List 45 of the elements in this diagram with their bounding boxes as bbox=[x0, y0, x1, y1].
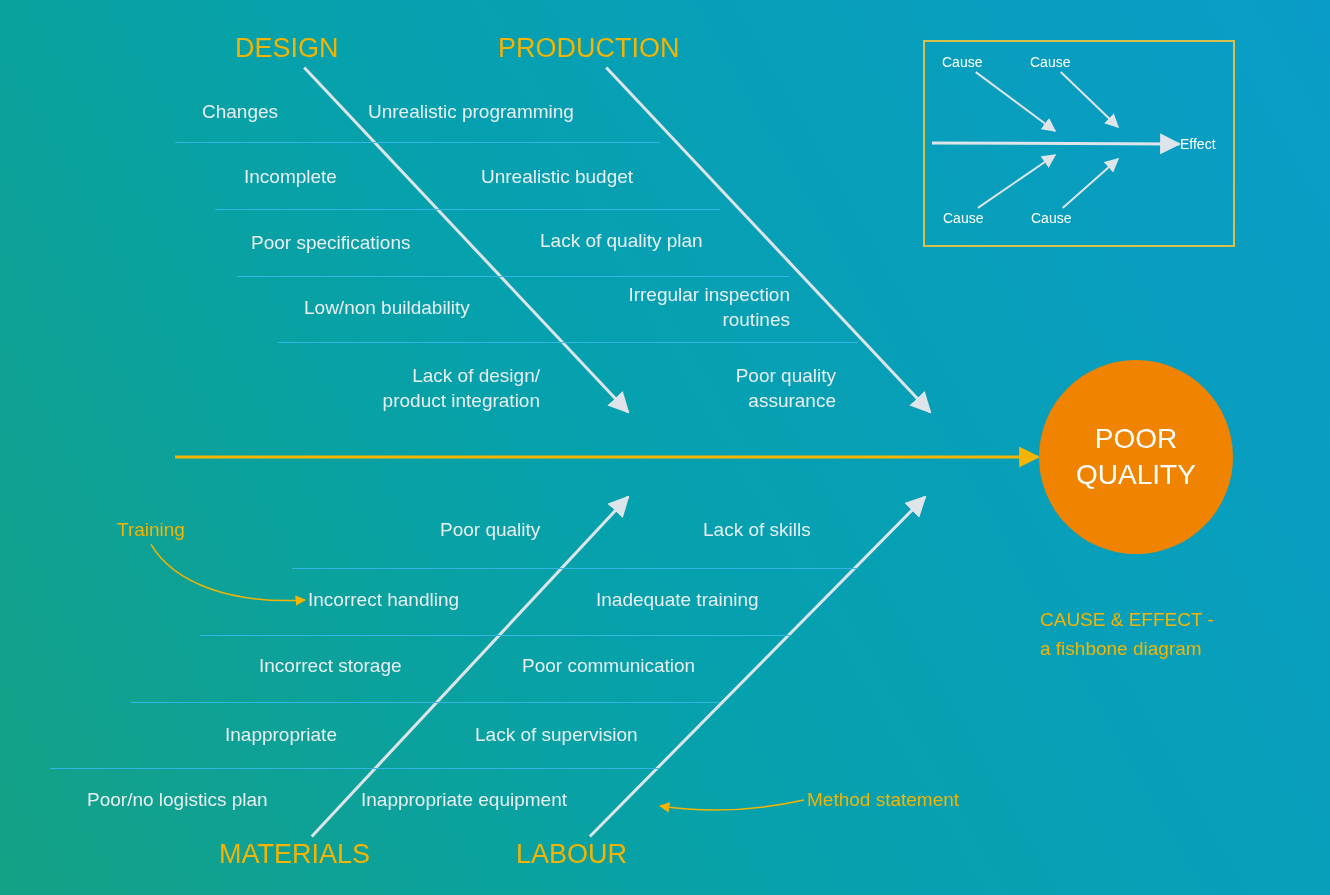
arrow bbox=[658, 799, 805, 813]
cause-label: Lack of skills bbox=[703, 517, 811, 542]
arrow bbox=[303, 66, 630, 414]
arrow bbox=[974, 71, 1057, 132]
arrow bbox=[1061, 158, 1120, 209]
category-label: MATERIALS bbox=[219, 837, 371, 873]
cause-label: Poor quality assurance bbox=[734, 364, 836, 413]
cause-label: Incorrect storage bbox=[259, 653, 402, 678]
category-label: DESIGN bbox=[235, 31, 339, 67]
diagram-title: CAUSE & EFFECT - a fishbone diagram bbox=[1040, 608, 1215, 662]
arrow bbox=[175, 446, 1041, 468]
category-label: PRODUCTION bbox=[498, 31, 680, 67]
arrow bbox=[1059, 71, 1119, 128]
cause-label: Cause bbox=[943, 208, 984, 228]
cause-label: Cause bbox=[1030, 52, 1071, 72]
cause-label: Unrealistic programming bbox=[368, 99, 574, 124]
cause-label: Lack of quality plan bbox=[540, 228, 703, 253]
cause-label: Inappropriate equipment bbox=[361, 787, 567, 812]
cause-label: Low/non buildability bbox=[304, 295, 470, 320]
note-label: Method statement bbox=[807, 787, 960, 813]
cause-label: Lack of design/ product integration bbox=[381, 364, 540, 413]
note-label: Training bbox=[117, 517, 185, 543]
arrow bbox=[150, 543, 307, 606]
cause-label: Poor quality bbox=[440, 517, 541, 542]
cause-label: Incomplete bbox=[244, 164, 337, 189]
arrow bbox=[932, 133, 1182, 155]
arrow bbox=[976, 154, 1057, 209]
arrow bbox=[310, 495, 630, 838]
arrow bbox=[605, 66, 932, 414]
cause-label: Inadequate training bbox=[596, 587, 759, 612]
cause-label: Poor specifications bbox=[251, 230, 411, 255]
cause-label: Changes bbox=[202, 99, 279, 124]
category-label: LABOUR bbox=[516, 837, 628, 873]
arrow bbox=[588, 495, 927, 838]
cause-label: Cause bbox=[1031, 208, 1072, 228]
effect-label: Effect bbox=[1180, 134, 1216, 154]
cause-label: Lack of supervision bbox=[475, 722, 638, 747]
effect-text: POOR QUALITY bbox=[1075, 421, 1197, 492]
cause-label: Unrealistic budget bbox=[481, 164, 634, 189]
cause-label: Inappropriate bbox=[225, 722, 337, 747]
cause-label: Cause bbox=[942, 52, 983, 72]
cause-label: Poor/no logistics plan bbox=[87, 787, 268, 812]
cause-label: Poor communication bbox=[522, 653, 696, 678]
cause-label: Incorrect handling bbox=[308, 587, 460, 613]
cause-label: Irregular inspection routines bbox=[627, 283, 790, 332]
